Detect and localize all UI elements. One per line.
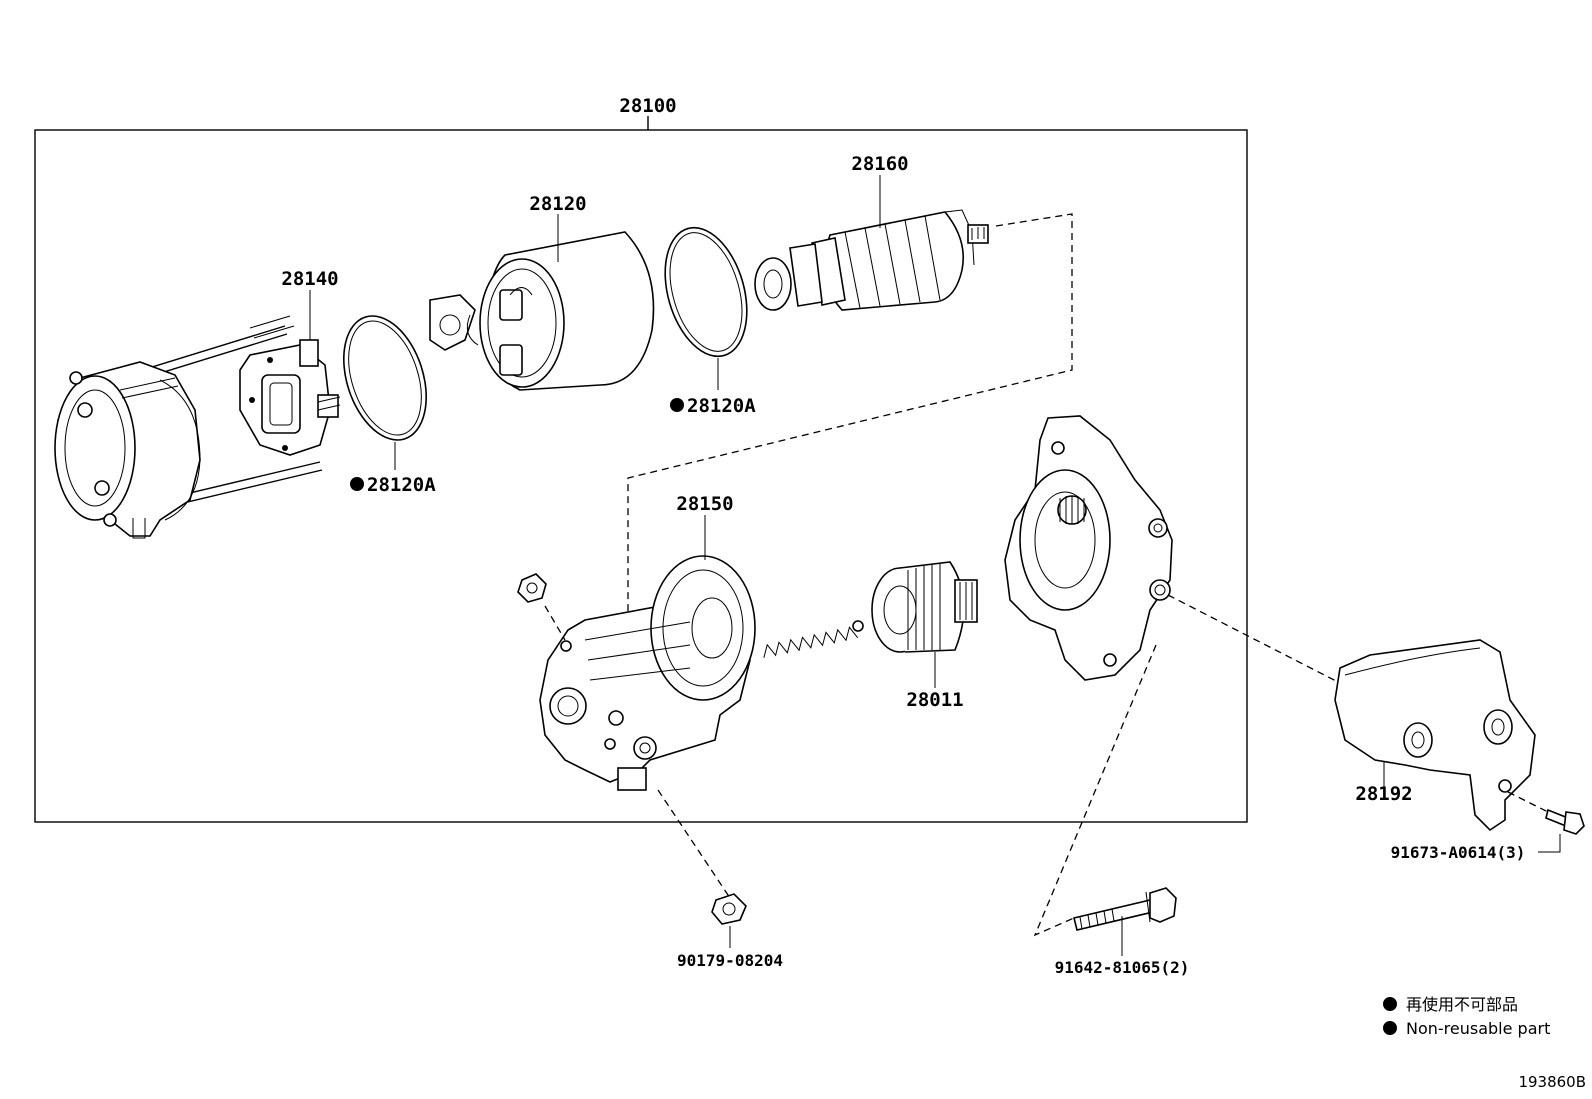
o-ring-lower	[343, 315, 427, 441]
small-nut	[517, 573, 547, 603]
bolt-alignment-line	[1033, 644, 1157, 937]
legend-line-ja: 再使用不可部品	[1406, 995, 1518, 1014]
label-nut: 90179-08204	[677, 951, 783, 970]
label-screw: 91673-A0614(3)	[1391, 843, 1526, 862]
leader-screw	[1538, 834, 1561, 853]
starter-clutch	[871, 561, 978, 653]
label-assembly: 28100	[619, 95, 676, 117]
non-reusable-mark-lower	[350, 477, 364, 491]
label-28140: 28140	[281, 268, 338, 290]
nut-alignment-line	[657, 789, 731, 899]
label-28120A-upper: 28120A	[687, 395, 756, 417]
legend: 再使用不可部品 Non-reusable part	[1383, 995, 1550, 1038]
figure-code: 193860B	[1518, 1073, 1586, 1091]
legend-line-en: Non-reusable part	[1406, 1019, 1550, 1038]
label-28192: 28192	[1355, 783, 1412, 805]
label-28011: 28011	[906, 689, 963, 711]
screw	[1545, 808, 1585, 835]
legend-mark-1	[1383, 997, 1397, 1011]
nut	[711, 893, 747, 925]
return-spring	[763, 620, 864, 658]
solenoid	[429, 231, 655, 391]
label-28120A-lower: 28120A	[367, 474, 436, 496]
o-ring-upper	[664, 226, 748, 358]
legend-mark-2	[1383, 1021, 1397, 1035]
commutator-end-frame	[54, 315, 323, 539]
armature-alignment-line	[627, 213, 1073, 640]
brush-holder	[239, 339, 341, 456]
yoke-housing	[539, 555, 756, 791]
drive-housing	[1004, 415, 1173, 681]
bolt	[1073, 887, 1177, 931]
label-28160: 28160	[851, 153, 908, 175]
armature	[754, 209, 989, 311]
starter-cover	[1334, 639, 1536, 832]
label-28120: 28120	[529, 193, 586, 215]
cover-alignment-line	[1167, 594, 1339, 683]
label-bolt: 91642-81065(2)	[1055, 958, 1190, 977]
assembly-boundary	[34, 129, 1248, 823]
label-28150: 28150	[676, 493, 733, 515]
non-reusable-mark-upper	[670, 398, 684, 412]
